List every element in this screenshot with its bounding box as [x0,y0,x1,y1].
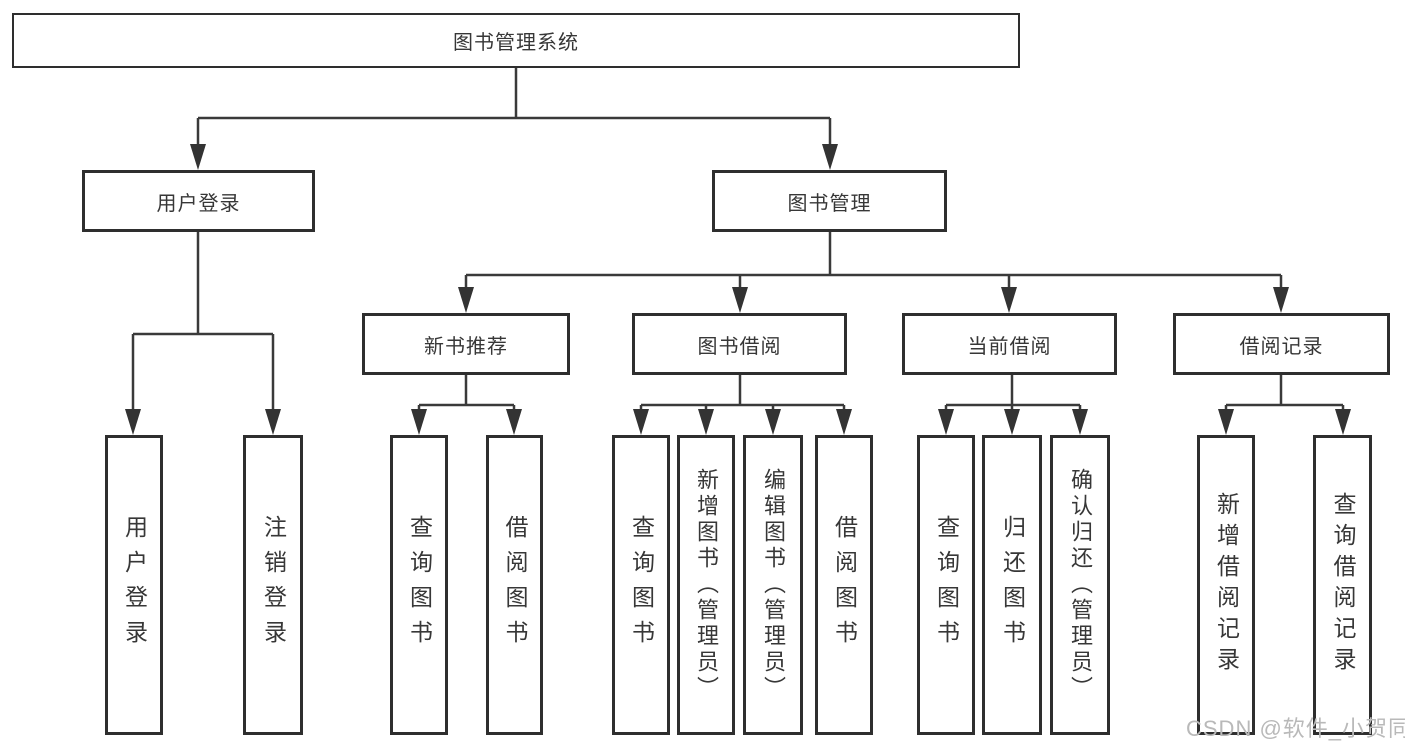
leaf-rec-borrow-books: 借阅图书 [486,435,543,735]
node-borrowing-records-label: 借阅记录 [1239,335,1324,358]
node-current-borrowing: 当前借阅 [902,313,1117,375]
node-user-login: 用户登录 [82,170,315,232]
leaf-cb-query-books-label: 查询图书 [933,515,960,655]
leaf-cb-confirm-return-admin: 确认归还（管理员） [1050,435,1110,735]
node-book-borrowing: 图书借阅 [632,313,847,375]
leaf-logout: 注销登录 [243,435,303,735]
leaf-bb-query-books-label: 查询图书 [628,515,655,655]
leaf-bb-add-books-admin-label: 新增图书（管理员） [694,468,719,702]
leaf-rec-query-books: 查询图书 [390,435,448,735]
leaf-rec-borrow-books-label: 借阅图书 [502,515,528,655]
leaf-logout-label: 注销登录 [260,515,287,655]
leaf-bb-borrow-books-label: 借阅图书 [831,515,858,655]
leaf-br-add-record: 新增借阅记录 [1197,435,1255,735]
leaf-cb-return-books-label: 归还图书 [999,515,1026,655]
node-book-management-label: 图书管理 [787,192,872,215]
leaf-bb-borrow-books: 借阅图书 [815,435,873,735]
leaf-bb-edit-books-admin-label: 编辑图书（管理员） [761,468,786,702]
leaf-bb-edit-books-admin: 编辑图书（管理员） [743,435,803,735]
leaf-br-add-record-label: 新增借阅记录 [1213,492,1240,678]
leaf-br-query-record: 查询借阅记录 [1313,435,1372,735]
leaf-cb-query-books: 查询图书 [917,435,975,735]
csdn-watermark: CSDN @软件_小贺同学 [1186,716,1405,741]
node-root-label: 图书管理系统 [453,32,579,54]
node-new-book-recommend: 新书推荐 [362,313,570,375]
leaf-rec-query-books-label: 查询图书 [406,515,433,655]
arrowhead-icons [125,144,1351,435]
leaf-user-login: 用户登录 [105,435,163,735]
leaf-user-login-label: 用户登录 [121,515,148,655]
leaf-bb-query-books: 查询图书 [612,435,670,735]
leaf-cb-return-books: 归还图书 [982,435,1042,735]
node-new-book-recommend-label: 新书推荐 [424,335,508,358]
node-current-borrowing-label: 当前借阅 [967,335,1052,358]
leaf-br-query-record-label: 查询借阅记录 [1330,492,1356,678]
node-user-login-label: 用户登录 [156,192,241,215]
leaf-cb-confirm-return-admin-label: 确认归还（管理员） [1068,468,1093,702]
node-borrowing-records: 借阅记录 [1173,313,1390,375]
node-book-management: 图书管理 [712,170,947,232]
leaf-bb-add-books-admin: 新增图书（管理员） [677,435,735,735]
node-book-borrowing-label: 图书借阅 [697,335,782,358]
node-root: 图书管理系统 [12,13,1020,68]
